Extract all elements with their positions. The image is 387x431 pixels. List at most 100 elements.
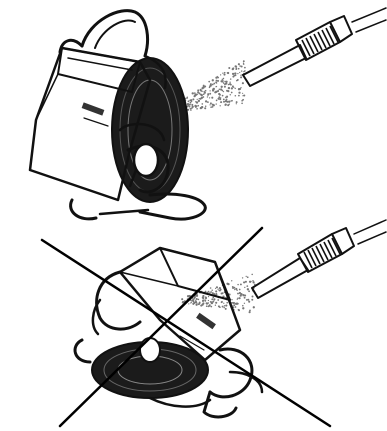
spray-droplet <box>211 290 212 291</box>
spray-droplet <box>212 297 214 299</box>
spray-droplet <box>220 74 221 75</box>
spray-droplet <box>227 104 229 106</box>
spray-droplet <box>228 101 230 103</box>
spray-droplet <box>209 90 210 91</box>
spray-droplet <box>239 292 241 294</box>
spray-droplet <box>238 63 240 65</box>
spray-droplet <box>209 304 211 306</box>
spray-droplet <box>208 291 210 293</box>
spray-droplet <box>220 105 221 106</box>
spray-droplet <box>223 101 225 103</box>
spray-droplet <box>223 91 224 92</box>
spray-droplet <box>248 301 250 303</box>
spray-droplet <box>222 80 223 81</box>
spray-droplet <box>223 78 224 79</box>
spray-droplet <box>202 301 203 302</box>
spray-droplet <box>242 82 244 84</box>
spray-droplet <box>223 82 224 83</box>
spray-droplet <box>201 106 203 108</box>
spray-droplet <box>223 303 224 304</box>
spray-droplet <box>203 91 205 93</box>
spray-droplet <box>227 72 228 73</box>
spray-droplet <box>231 280 232 281</box>
spray-droplet <box>202 295 204 297</box>
spray-droplet <box>204 107 206 109</box>
spray-droplet <box>215 288 216 289</box>
spray-droplet <box>207 96 208 97</box>
spray-droplet <box>231 92 233 94</box>
spray-droplet <box>189 106 191 108</box>
spray-droplet <box>219 306 221 308</box>
spray-droplet <box>196 303 197 304</box>
spray-droplet <box>220 101 222 103</box>
spray-droplet <box>222 73 223 74</box>
spray-droplet <box>212 106 214 108</box>
spray-droplet <box>231 299 232 300</box>
spray-mist <box>181 274 255 314</box>
spray-droplet <box>252 280 254 282</box>
spray-droplet <box>213 301 215 303</box>
spray-droplet <box>181 298 183 300</box>
spray-droplet <box>236 101 238 103</box>
spray-droplet <box>233 87 234 88</box>
spray-droplet <box>197 89 199 91</box>
spray-droplet <box>218 93 220 95</box>
spray-droplet <box>219 89 221 91</box>
spray-droplet <box>226 283 228 285</box>
spray-droplet <box>216 86 217 87</box>
spray-droplet <box>236 103 237 104</box>
spray-droplet <box>249 310 251 312</box>
spray-droplet <box>210 287 212 289</box>
spray-droplet <box>208 305 210 307</box>
spray-droplet <box>239 72 240 73</box>
spray-droplet <box>237 79 239 81</box>
spray-droplet <box>221 292 223 294</box>
spray-droplet <box>188 303 189 304</box>
spray-droplet <box>216 100 218 102</box>
spray-droplet <box>197 99 198 100</box>
spray-droplet <box>239 289 241 291</box>
spray-droplet <box>222 95 224 97</box>
spray-droplet <box>238 92 240 94</box>
spray-droplet <box>235 306 237 308</box>
spray-droplet <box>247 288 249 290</box>
spray-droplet <box>217 299 219 301</box>
spray-droplet <box>190 102 192 104</box>
spray-droplet <box>210 306 212 308</box>
spray-droplet <box>239 88 241 90</box>
spray-droplet <box>228 67 230 69</box>
spray-droplet <box>244 303 245 304</box>
spray-droplet <box>191 302 192 303</box>
spray-droplet <box>224 86 226 88</box>
panel-correct <box>30 8 386 219</box>
spray-droplet <box>252 296 254 298</box>
spray-droplet <box>224 305 225 306</box>
spray-droplet <box>199 301 201 303</box>
spray-droplet <box>203 86 204 87</box>
spray-droplet <box>239 297 241 299</box>
spray-droplet <box>215 305 216 306</box>
spray-droplet <box>207 302 209 304</box>
spray-droplet <box>209 292 210 293</box>
spray-droplet <box>205 100 207 102</box>
spray-droplet <box>205 106 206 107</box>
spray-droplet <box>191 300 192 301</box>
spray-droplet <box>202 302 204 304</box>
spray-droplet <box>224 81 225 82</box>
spray-droplet <box>191 107 193 109</box>
spray-droplet <box>238 303 239 304</box>
spray-droplet <box>205 90 207 92</box>
spray-droplet <box>248 290 250 292</box>
spray-droplet <box>196 298 198 300</box>
spray-droplet <box>217 90 218 91</box>
spray-droplet <box>244 287 245 288</box>
spray-droplet <box>240 283 242 285</box>
spray-droplet <box>211 298 213 300</box>
spray-droplet <box>219 287 221 289</box>
spray-droplet <box>207 93 209 95</box>
spray-droplet <box>204 299 205 300</box>
spray-droplet <box>237 73 238 74</box>
spray-droplet <box>223 74 225 76</box>
spray-droplet <box>212 88 214 90</box>
spray-droplet <box>242 277 243 278</box>
